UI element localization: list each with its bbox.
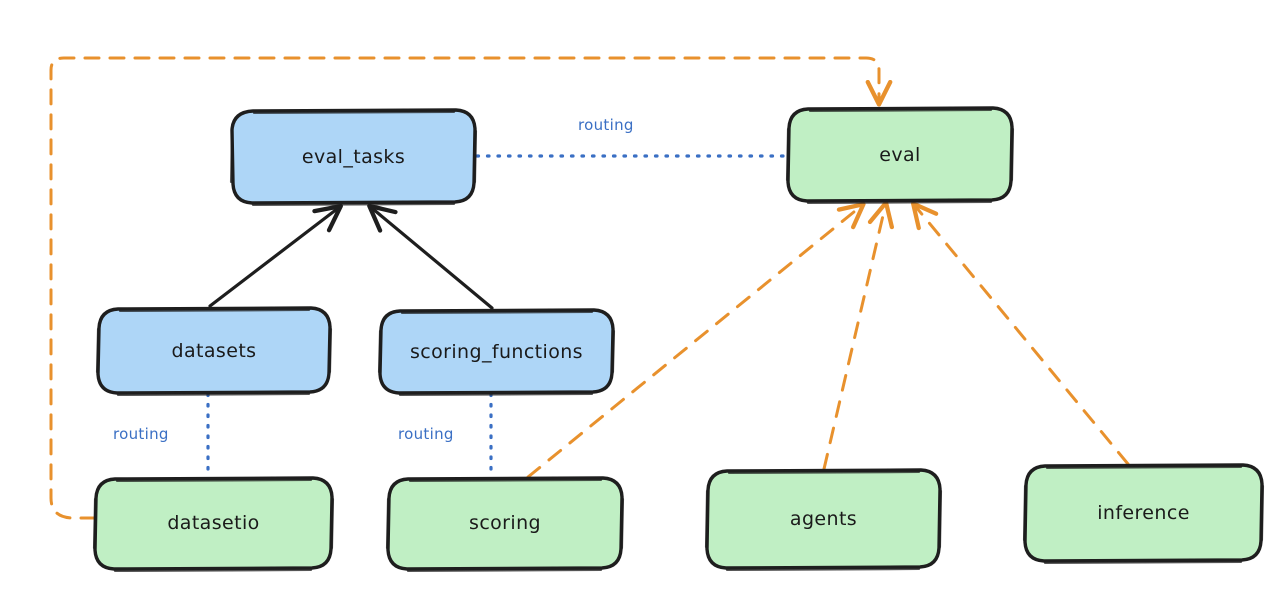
- node-datasetio[interactable]: [92, 476, 335, 573]
- node-eval[interactable]: [785, 106, 1015, 205]
- node-datasets[interactable]: [95, 306, 333, 397]
- node-agents[interactable]: [704, 468, 943, 572]
- edge-datasets-to-eval_tasks: [208, 203, 343, 308]
- node-scoring[interactable]: [385, 476, 625, 573]
- edge-label-routing-datasets-datasetio: routing: [113, 425, 169, 443]
- node-eval_tasks[interactable]: [229, 108, 478, 207]
- edge-scoring-to-eval: [526, 202, 866, 479]
- edge-inference-to-eval: [910, 201, 1130, 466]
- node-scoring_functions[interactable]: [377, 308, 616, 397]
- edge-label-routing-eval_tasks-eval: routing: [578, 116, 634, 134]
- edge-label-routing-scoring_functions-scoring: routing: [398, 425, 454, 443]
- edge-agents-to-eval: [822, 200, 895, 471]
- edge-datasetio-to-eval: [49, 56, 893, 520]
- edge-scoring_functions-to-eval_tasks: [367, 203, 494, 310]
- node-inference[interactable]: [1022, 463, 1265, 565]
